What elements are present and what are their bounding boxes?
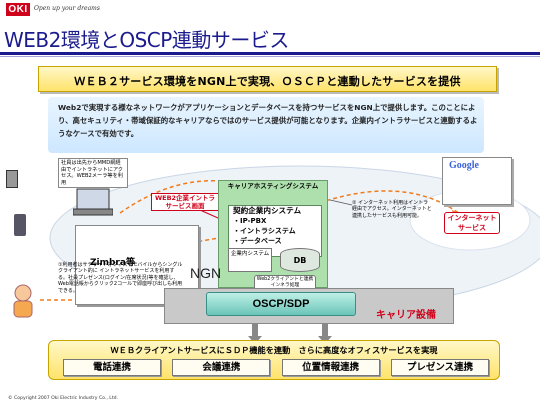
description-box: Web2で実現する様なネットワークがアプリケーションとデータベースを持つサービス… [48,97,484,153]
presence-link-item: プレゼンス連携 [390,359,489,376]
brand-tagline: Open up your dreams [34,5,100,12]
headline-box: ＷＥＢ２サービス環境をNGN上で実現、ＯＳＣＰと連動したサービスを提供 [38,66,497,92]
headline-text: ＷＥＢ２サービス環境をNGN上で実現、ＯＳＣＰと連動したサービスを提供 [74,75,461,88]
title-divider [0,52,540,55]
title-divider-thin [0,56,540,57]
copyright-footer: © Copyright 2007 Oki Electric Industry C… [8,396,119,401]
pc-tower-icon [6,170,18,188]
bottom-items: 電話連携 会議連携 位置情報連携 プレゼンス連携 [63,359,489,376]
enterprise-system-item: ・イントラシステム [233,227,296,235]
page-title: WEB2環境とOSCP連動サービス [4,28,289,52]
enterprise-small-box: 企業内システム [228,248,272,272]
ngn-label: NGN [190,265,222,281]
link-line-left [199,209,219,219]
phone-link-item: 電話連携 [63,359,161,376]
google-screen [442,157,512,205]
conference-link-item: 会議連携 [172,359,271,376]
link-line-right [329,199,353,206]
database-cylinder: DB [280,248,320,272]
oscp-sdp-label: OSCP/SDP [252,298,310,310]
laptop-icon [73,188,113,216]
bottom-box: ＷＥＢクライアントサービスにＳＤＰ機能を連動 さらに高度なオフィスサービスを実現… [48,340,500,380]
carrier-equipment-label: キャリア設備 [376,310,436,321]
logo-bar: OKI Open up your dreams [0,0,540,22]
google-logo: Google [449,160,479,171]
enterprise-system-title: 契約企業内システム [233,206,302,215]
description-text: Web2で実現する様なネットワークがアプリケーションとデータベースを持つサービス… [58,103,478,138]
employee-note: 社員は出先からMMD網経由でイントラネットにアクセス。WEB2メーラ等を利用 [58,158,128,188]
internet-service-label: インターネットサービス [444,212,500,234]
zimbra-label: Zimbra等 [90,258,135,268]
user-person-icon [13,284,33,318]
enterprise-system-item: ・IP-PBX [233,217,267,225]
carrier-hosting-title: キャリアホスティングシステム [227,182,319,190]
note-2: ② インターネット利用はイントラ経由でアクセス。インターネットと連携したサービス… [352,200,432,219]
mobile-phone-icon [14,214,26,236]
bottom-headline: ＷＥＢクライアントサービスにＳＤＰ機能を連動 さらに高度なオフィスサービスを実現 [110,345,438,355]
oki-logo: OKI [6,3,30,16]
db-row: 企業内システム DB [228,248,322,274]
location-link-item: 位置情報連携 [281,359,380,376]
enterprise-system-item: ・データベース [233,237,282,245]
webapp-label: WEB2企業イントラサービス画面 [151,193,219,211]
oscp-sdp-box: OSCP/SDP [206,292,356,316]
note-1: ①利用者はサテライトオフィスやモバイルからシングルクライアント的に イントラネッ… [58,262,183,294]
